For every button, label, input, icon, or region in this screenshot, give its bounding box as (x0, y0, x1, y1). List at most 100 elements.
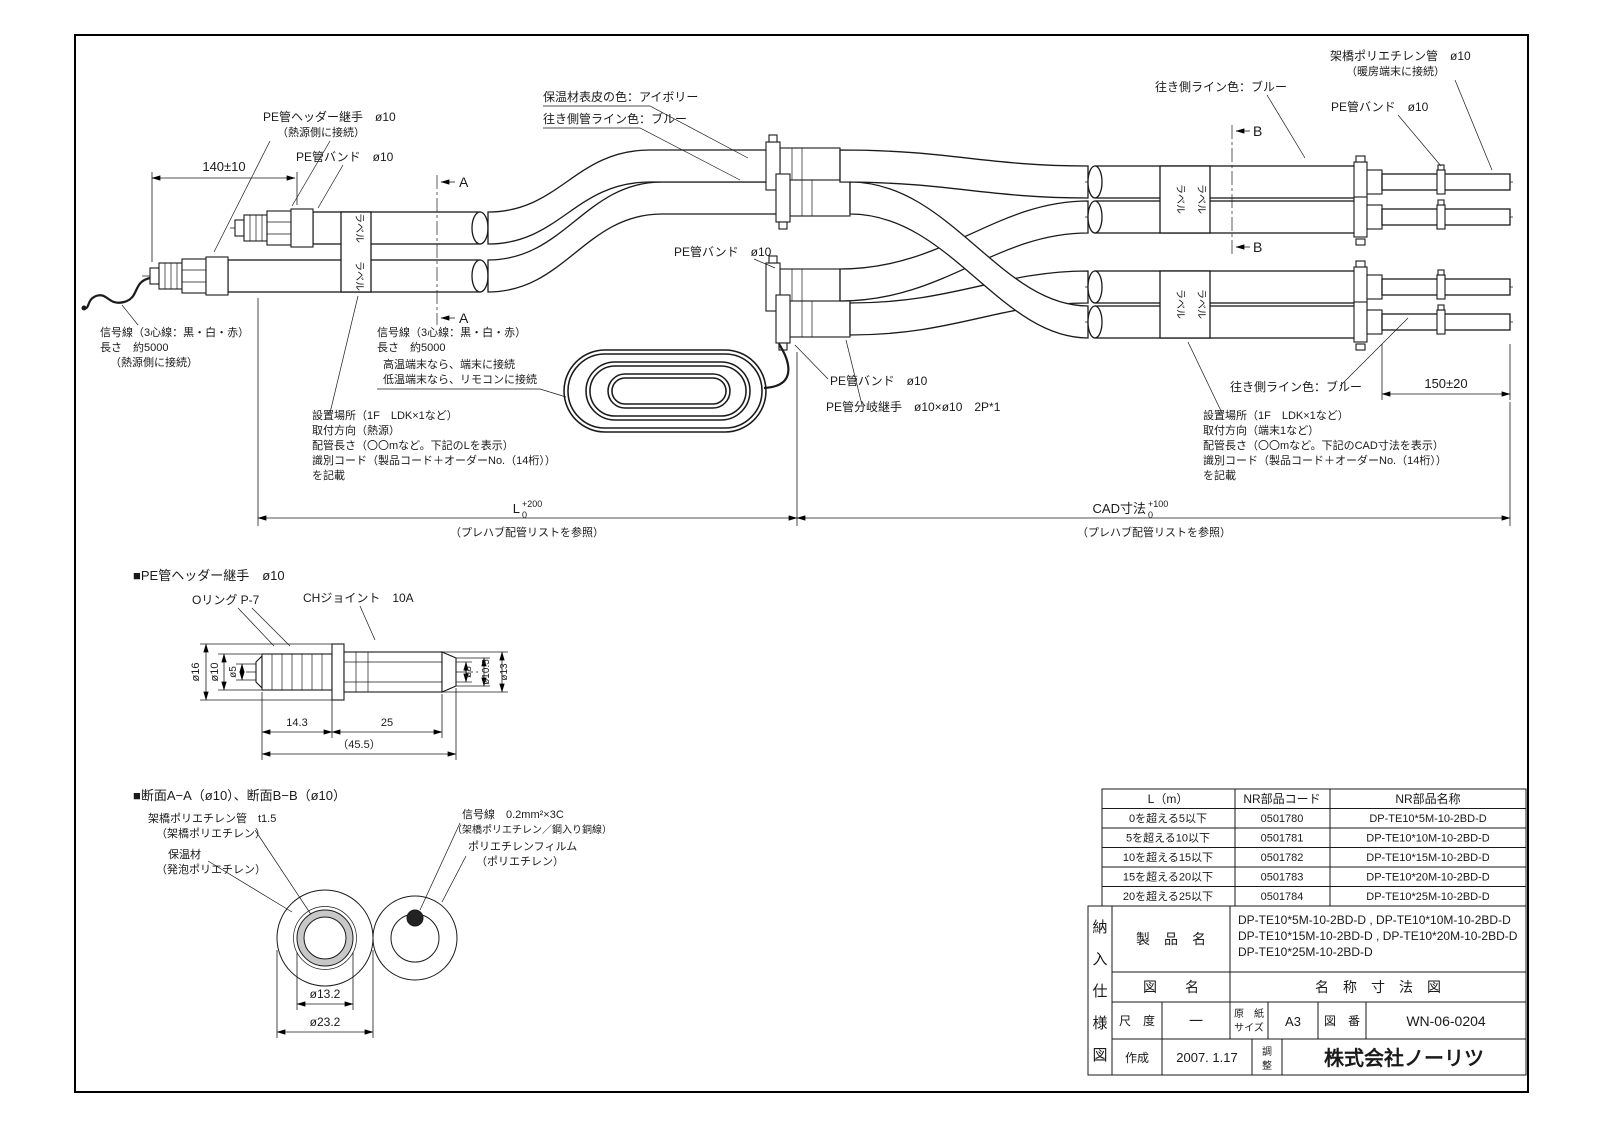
dim-d16: ø16 (190, 663, 202, 682)
leader (359, 605, 376, 641)
branch-fitting-upper (765, 134, 851, 230)
doc-type-char: 仕 (1092, 983, 1107, 1000)
paper-size-value: A3 (1285, 1014, 1301, 1029)
signal-note-line: 信号線（3心線：黒・白・赤） (377, 325, 526, 339)
leader (543, 127, 741, 181)
cell-name: DP-TE10*5M-10-2BD-D (1369, 813, 1486, 825)
header-fitting-upper (234, 208, 314, 248)
dim-143: 14.3 (286, 717, 307, 729)
label-tag-text: ラベル (353, 213, 365, 243)
dim-cad-value: CAD寸法 (1093, 501, 1146, 516)
install-note-line: 設置場所（1F LDK×1など） (1203, 408, 1349, 422)
install-note-line: 取付方向（熱源） (312, 423, 400, 437)
end-fittings (1353, 155, 1511, 351)
dim-cad-sub: 0 (1148, 510, 1153, 520)
label-tag-right-lower: ラベル ラベル (1159, 270, 1211, 339)
leader (237, 607, 275, 647)
cell-code: 0501783 (1261, 872, 1304, 884)
adjust-label-char: 整 (1262, 1059, 1272, 1072)
supply-line-color-annotation: 往き側管ライン色：ブルー (543, 111, 687, 126)
product-name-line: DP-TE10*15M-10-2BD-D , DP-TE10*20M-10-2B… (1238, 929, 1518, 943)
label-tag-right-upper: ラベル ラベル (1159, 165, 1211, 234)
leader (441, 855, 467, 903)
company-name: 株式会社ノーリツ (1324, 1046, 1484, 1070)
dim-L-sub: 0 (522, 510, 527, 520)
label-tag-text: ラベル (1174, 289, 1186, 319)
table-header-code: NR部品コード (1243, 791, 1320, 806)
cell-name: DP-TE10*15M-10-2BD-D (1366, 852, 1490, 864)
table-header-name: NR部品名称 (1395, 791, 1460, 806)
section-circle-pipe (276, 889, 374, 987)
dim-d105: ø10.5 (481, 659, 492, 685)
leader (291, 140, 331, 207)
cell-code: 0501780 (1261, 813, 1304, 825)
dim-L-sup: +200 (522, 499, 542, 509)
doc-type-char: 入 (1092, 951, 1107, 968)
drawing-no-label: 図 番 (1324, 1014, 1360, 1028)
cell-code: 0501782 (1261, 852, 1304, 864)
joint-detail-title: ■PE管ヘッダー継手 ø10 (133, 568, 285, 583)
leader (1266, 94, 1306, 159)
leader (317, 164, 344, 209)
signal-label: 信号線 0.2mm²×3C (462, 807, 564, 821)
leader (254, 829, 313, 917)
branch-fitting-lower (765, 255, 851, 351)
table-row: 0を超える5以下 0501780 DP-TE10*5M-10-2BD-D (1129, 811, 1487, 825)
signal-note-line: 低温端末なら、リモコンに接続 (383, 372, 537, 386)
pex-label-sub: （架橋ポリエチレン） (156, 826, 266, 840)
table-row: 20を超える25以下 0501784 DP-TE10*25M-10-2BD-D (1123, 889, 1490, 903)
signal-note-line: 高温端末なら、端末に接続 (383, 357, 515, 371)
branch-joint-annotation: PE管分岐継手 ø10×ø10 2P*1 (826, 399, 1001, 414)
label-tag-text: ラベル (1195, 184, 1207, 214)
parts-table: L（m） NR部品コード NR部品名称 0を超える5以下 0501780 DP-… (1101, 788, 1527, 907)
pex-pipe-annotation: 架橋ポリエチレン管 ø10 (1330, 48, 1471, 63)
cell-length: 5を超える10以下 (1126, 831, 1210, 845)
leader (1397, 114, 1442, 167)
section-circle-signal (372, 895, 458, 981)
dim-cad-sup: +100 (1148, 499, 1168, 509)
signal-wire-left (81, 276, 151, 311)
section-b-label: B (1253, 123, 1262, 139)
install-note-line: 取付方向（端末1など） (1203, 423, 1319, 437)
oring-annotation: Oリング P-7 (192, 593, 260, 607)
doc-type-char: 納 (1092, 919, 1107, 936)
thin-pex-pipes (1381, 173, 1511, 331)
install-note-line: 識別コード（製品コード＋オーダーNo.（14桁）） (312, 453, 556, 467)
doc-type-strip: 納 入 仕 様 図 (1092, 919, 1107, 1064)
section-line-b: B B (1231, 123, 1262, 256)
crossing-pipes (839, 149, 1089, 339)
joint-detail-drawing: ■PE管ヘッダー継手 ø10 Oリング P-7 CHジョイント 10A (133, 568, 510, 760)
product-name-label: 製 品 名 (1136, 931, 1206, 947)
table-header-length: L（m） (1148, 792, 1189, 806)
signal-label-sub: （架橋ポリエチレン／鋼入り銅線） (452, 823, 612, 836)
pe-band-annotation: PE管バンド ø10 (674, 244, 772, 259)
supply-line-color-annotation: 往き側ライン色：ブルー (1155, 79, 1287, 94)
install-note-line: を記載 (1203, 468, 1236, 482)
label-tag-left: ラベル ラベル (340, 211, 372, 293)
table-row: 15を超える20以下 0501783 DP-TE10*20M-10-2BD-D (1123, 870, 1490, 884)
dim-150-value: 150±20 (1424, 376, 1467, 391)
signal-wire-coil (563, 343, 790, 433)
adjust-label-char: 調 (1262, 1045, 1272, 1058)
install-note-line: 配管長さ（〇〇mなど。下記のCAD寸法を表示） (1203, 438, 1444, 452)
pe-band-annotation: PE管バンド ø10 (296, 149, 394, 164)
cell-length: 10を超える15以下 (1123, 850, 1213, 864)
cell-code: 0501781 (1261, 833, 1304, 845)
dim-L-note: （プレハブ配管リストを参照） (450, 525, 604, 539)
leader (1187, 341, 1223, 414)
cell-name: DP-TE10*25M-10-2BD-D (1366, 891, 1490, 903)
leader (794, 344, 829, 380)
leader (1339, 317, 1409, 387)
leader (419, 822, 461, 911)
section-dims: ø13.2 ø23.2 (276, 950, 374, 1038)
scale-value: 一 (1189, 1013, 1203, 1029)
install-note-line: 配管長さ（〇〇mなど。下記のLを表示） (312, 438, 514, 452)
joint-dims-left: ø16 ø10 ø5 (190, 643, 332, 701)
install-note-line: 設置場所（1F LDK×1など） (312, 408, 458, 422)
dim-25: 25 (381, 717, 393, 729)
leader (121, 304, 139, 326)
created-date: 2007. 1.17 (1176, 1050, 1237, 1065)
dim-L-value: L (513, 501, 520, 516)
